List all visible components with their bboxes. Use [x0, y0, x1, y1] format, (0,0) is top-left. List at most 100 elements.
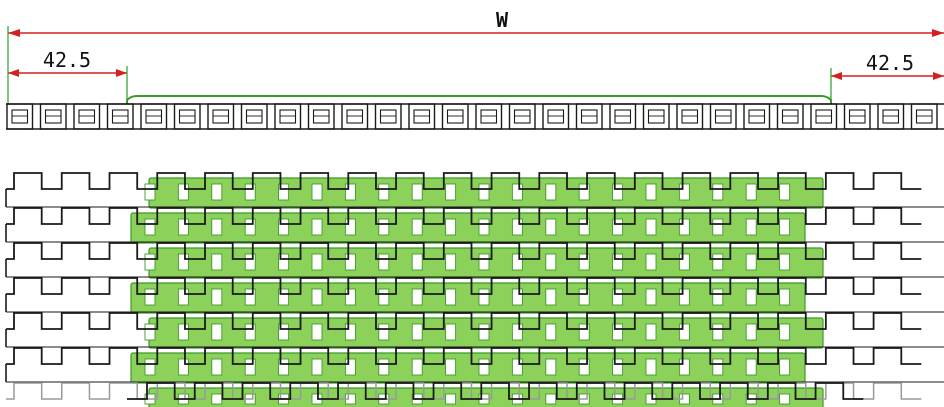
- side-view-module-slot: [111, 109, 129, 124]
- side-view-module-slot: [379, 109, 397, 124]
- top-view-highlight-cell: [478, 218, 490, 236]
- top-view-module-row: [6, 242, 922, 260]
- belt-top-view: [5, 172, 944, 407]
- top-view-highlight-cell: [645, 288, 657, 306]
- top-view-highlight-cell: [612, 183, 624, 201]
- top-view-highlight-cell: [545, 218, 557, 236]
- top-view-highlight-cell: [211, 183, 223, 201]
- belt-side-view: [6, 95, 944, 130]
- top-view-highlight-cell: [645, 218, 657, 236]
- side-view-module: [877, 103, 905, 130]
- top-view-highlight-cell: [511, 323, 523, 341]
- left-margin-right-arrow: [116, 69, 127, 77]
- top-view-highlight-cell: [445, 323, 457, 341]
- top-view-highlight-cell: [278, 253, 290, 271]
- top-view-highlight-cell: [378, 323, 390, 341]
- top-view-highlight-cell: [144, 218, 156, 236]
- top-view-highlight-cell: [712, 253, 724, 271]
- top-view-highlight-cell: [545, 183, 557, 201]
- top-view-highlight-cell: [311, 288, 323, 306]
- side-view-module-slot: [681, 109, 699, 124]
- top-view-highlight-cell: [177, 183, 189, 201]
- top-view-highlight-cell: [311, 183, 323, 201]
- top-view-highlight-cell: [144, 288, 156, 306]
- top-view-highlight-cell: [311, 323, 323, 341]
- top-view-highlight-cell: [244, 288, 256, 306]
- top-view-highlight-cell: [244, 218, 256, 236]
- top-view-highlight-cell: [678, 183, 690, 201]
- side-view-module: [743, 103, 771, 130]
- top-view-highlight-cell: [578, 288, 590, 306]
- top-view-highlight-cell: [578, 358, 590, 376]
- side-view-module: [207, 103, 235, 130]
- side-view-module: [776, 103, 804, 130]
- top-view-highlight-cell: [545, 288, 557, 306]
- top-view-highlight-cell: [445, 288, 457, 306]
- side-view-module-slot: [748, 109, 766, 124]
- top-view-highlight-cell: [244, 358, 256, 376]
- top-view-highlight-cell: [278, 183, 290, 201]
- top-view-highlight-cell: [678, 358, 690, 376]
- top-view-highlight-cell: [278, 218, 290, 236]
- side-view-module-slot: [245, 109, 263, 124]
- side-view-module: [408, 103, 436, 130]
- right-margin-left-arrow: [831, 72, 842, 80]
- side-view-module: [140, 103, 168, 130]
- top-view-highlight-cell: [578, 253, 590, 271]
- top-view-highlight-cell: [745, 253, 757, 271]
- top-view-highlight-cell: [712, 288, 724, 306]
- top-view-module-row: [6, 277, 922, 295]
- top-view-module-row: [6, 207, 922, 225]
- top-view-highlight-cell: [244, 183, 256, 201]
- top-view-highlight-cell: [578, 183, 590, 201]
- top-view-highlight-cell: [445, 358, 457, 376]
- top-view-highlight-cell: [445, 253, 457, 271]
- top-view-highlight-cell: [612, 323, 624, 341]
- side-view-module: [106, 103, 134, 130]
- top-view-highlight-cell: [177, 218, 189, 236]
- top-view-highlight-cell: [344, 288, 356, 306]
- side-view-module-slot: [815, 109, 833, 124]
- top-view-highlight-cell: [411, 183, 423, 201]
- top-view-highlight-cell: [478, 183, 490, 201]
- side-view-module-slot: [513, 109, 531, 124]
- top-view-highlight-cell: [612, 253, 624, 271]
- side-view-module-slot: [547, 109, 565, 124]
- side-view-module: [609, 103, 637, 130]
- top-view-highlight-cell: [445, 393, 457, 405]
- top-view-highlight-cell: [745, 183, 757, 201]
- top-view-highlight-cell: [712, 218, 724, 236]
- top-view-highlight-cell: [211, 253, 223, 271]
- top-view-highlight-cell: [678, 323, 690, 341]
- top-view-highlight-cell: [144, 323, 156, 341]
- top-view-highlight-cell: [678, 253, 690, 271]
- top-view-highlight-cell: [712, 358, 724, 376]
- top-view-highlight-cell: [144, 183, 156, 201]
- side-view-module-slot: [915, 109, 933, 124]
- side-view-green-contour: [126, 95, 832, 104]
- side-view-module: [173, 103, 201, 130]
- top-view-highlight-cell: [779, 253, 791, 271]
- side-view-module-slot: [212, 109, 230, 124]
- top-view-highlight-cell: [511, 183, 523, 201]
- side-view-module-slot: [647, 109, 665, 124]
- top-view-highlight-cell: [745, 218, 757, 236]
- right-margin-right-arrow: [933, 72, 944, 80]
- top-view-highlight-cell: [278, 358, 290, 376]
- overall-width-right-arrow: [932, 29, 944, 37]
- side-view-module-slot: [781, 109, 799, 124]
- side-view-module-slot: [446, 109, 464, 124]
- top-view-highlight-cell: [445, 183, 457, 201]
- top-view-highlight-cell: [612, 358, 624, 376]
- top-view-highlight-cell: [177, 323, 189, 341]
- top-view-highlight-cell: [545, 358, 557, 376]
- top-view-bottom-row-highlighted: [127, 382, 864, 400]
- side-view-module-slot: [312, 109, 330, 124]
- top-view-highlight-cell: [177, 288, 189, 306]
- top-view-highlight-cell: [779, 288, 791, 306]
- top-view-highlight-cell: [344, 218, 356, 236]
- top-view-highlight-cell: [378, 183, 390, 201]
- side-view-module: [475, 103, 503, 130]
- top-view-highlight-cell: [278, 323, 290, 341]
